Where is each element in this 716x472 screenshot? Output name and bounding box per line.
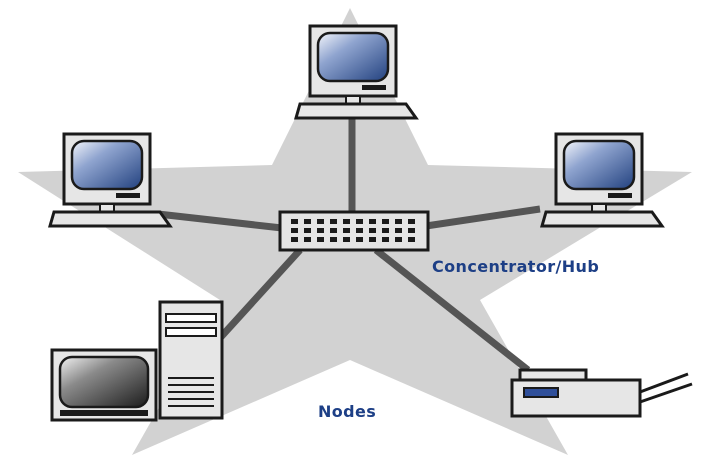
hub-port — [304, 219, 311, 224]
hub-port — [343, 237, 350, 242]
hub-label: Concentrator/Hub — [432, 257, 599, 276]
tower-computer-icon — [50, 300, 224, 422]
hub-port — [408, 219, 415, 224]
hub-port — [317, 228, 324, 233]
hub-port — [317, 219, 324, 224]
hub-port — [369, 237, 376, 242]
hub-port — [291, 228, 298, 233]
hub-icon — [278, 210, 430, 252]
hub-port — [291, 219, 298, 224]
hub-port — [343, 228, 350, 233]
hub-port — [304, 228, 311, 233]
hub-port — [382, 219, 389, 224]
hub-port — [330, 219, 337, 224]
hub-port — [382, 228, 389, 233]
nodes-label: Nodes — [318, 402, 376, 421]
computer-icon — [294, 24, 418, 120]
hub-port — [369, 219, 376, 224]
hub-port — [395, 228, 402, 233]
hub-port — [304, 237, 311, 242]
hub-port — [356, 219, 363, 224]
hub-port — [291, 237, 298, 242]
hub-port — [356, 237, 363, 242]
network-cables — [157, 118, 541, 373]
hub-port — [382, 237, 389, 242]
hub-port — [395, 237, 402, 242]
printer-icon — [510, 368, 693, 418]
hub-port — [317, 237, 324, 242]
hub-port — [356, 228, 363, 233]
hub-port — [330, 237, 337, 242]
hub-port — [395, 219, 402, 224]
hub-port — [369, 228, 376, 233]
hub-port — [343, 219, 350, 224]
hub-port — [330, 228, 337, 233]
hub-port — [408, 237, 415, 242]
hub-port — [408, 228, 415, 233]
